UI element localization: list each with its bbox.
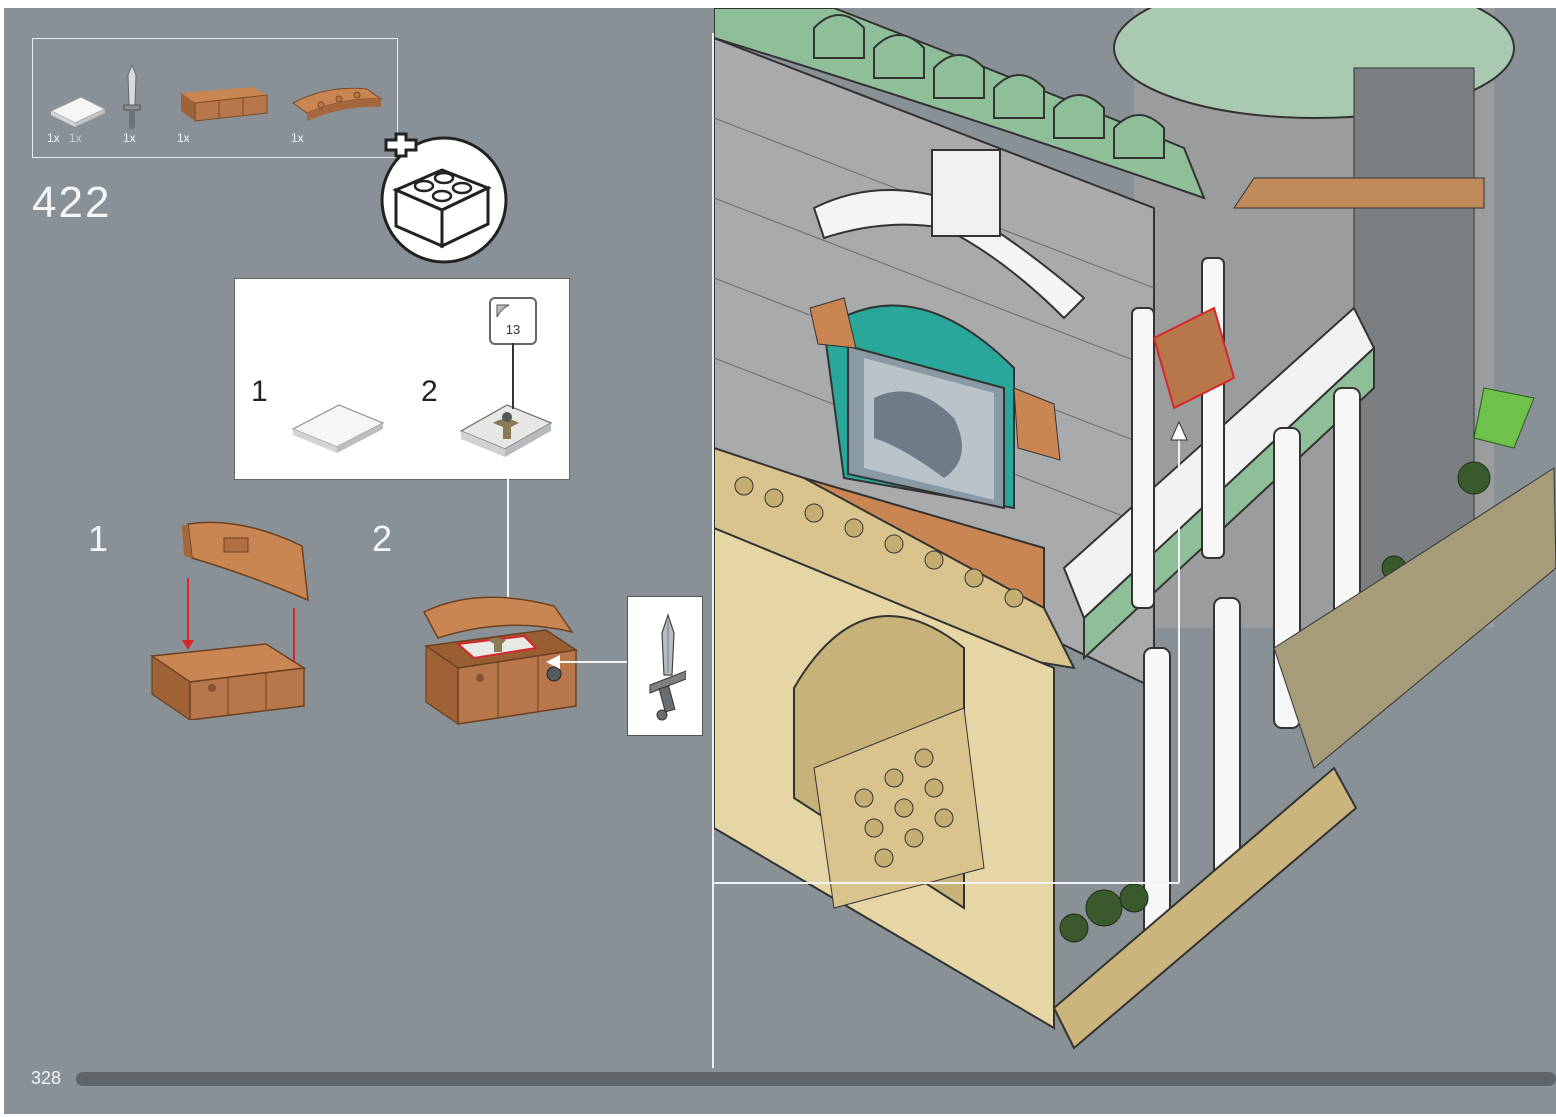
part-qty: 1x <box>123 131 136 145</box>
white-tile-part <box>291 404 385 453</box>
parts-list-box: 1x 1x 1x 1x 1x <box>32 38 398 158</box>
white-tile-part <box>49 96 107 127</box>
sword-insert-arrow <box>546 655 628 669</box>
instruction-page: 1x 1x 1x 1x 1x <box>4 8 1556 1114</box>
sticker-badge: 13 <box>489 297 537 345</box>
brick-with-plus-icon <box>380 132 508 264</box>
progress-bar <box>76 1072 1556 1086</box>
build-scene-illustration <box>714 8 1556 1068</box>
sword-part <box>649 613 686 721</box>
page-divider <box>712 33 714 1068</box>
sword-callout-box <box>627 596 703 736</box>
substep-label-1: 1 <box>88 518 109 559</box>
chest-closed-assembly <box>422 596 579 726</box>
substep-label-2: 2 <box>372 518 393 559</box>
part-qty: 1x <box>47 131 60 145</box>
part-qty: 1x <box>69 131 82 145</box>
sub-assembly-box: 1 2 13 <box>234 278 570 480</box>
sub-step-label: 2 <box>421 375 438 408</box>
sticker-number: 13 <box>505 322 521 337</box>
part-qty: 1x <box>291 131 304 145</box>
step-number: 422 <box>32 178 112 227</box>
part-qty: 1x <box>177 131 190 145</box>
sticker-pointer-line <box>512 343 514 409</box>
sword-part <box>123 63 141 129</box>
sub-step-label: 1 <box>251 375 268 408</box>
castle-model-render <box>714 8 1556 1050</box>
page-number: 328 <box>31 1068 62 1088</box>
chest-lid-part <box>292 87 383 121</box>
chest-bottom-part <box>181 87 268 122</box>
chest-lid-assembly <box>149 521 309 720</box>
sticker-peel-icon <box>496 304 510 318</box>
printed-tile-part <box>459 404 553 457</box>
